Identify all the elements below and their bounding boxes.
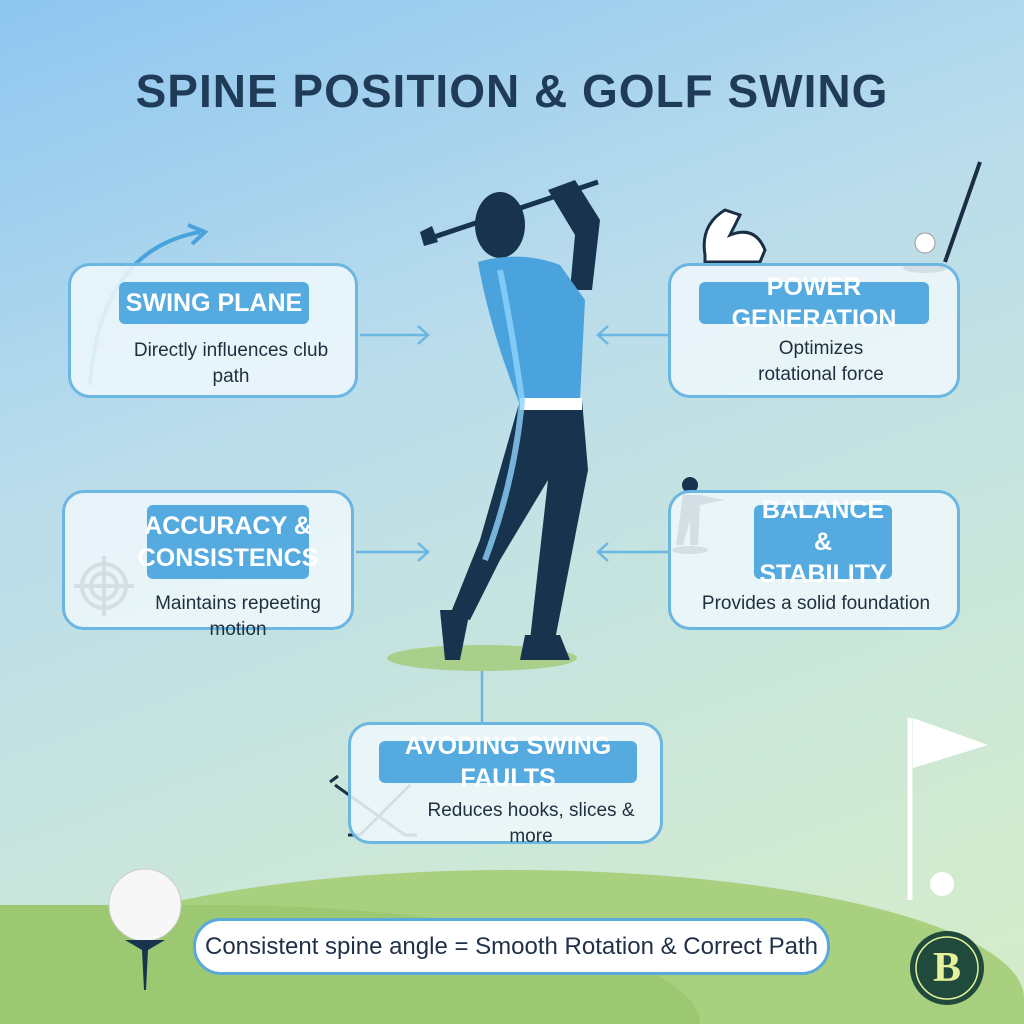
- logo-letter: B: [932, 945, 961, 991]
- flag-icon: [913, 718, 988, 768]
- tee-icon: [125, 940, 165, 990]
- card-swing-plane: SWING PLANE Directly influences club pat…: [68, 263, 358, 398]
- golf-ball-on-tee-icon: [108, 868, 182, 942]
- page-title: SPINE POSITION & GOLF SWING: [135, 65, 889, 117]
- card-desc: Directly influences club path: [133, 340, 329, 387]
- card-avoiding-swing-faults: AVODING SWING FAULTS Reduces hooks, slic…: [348, 722, 663, 847]
- card-desc: Reduces hooks, slices & more: [427, 800, 635, 847]
- card-label: BALANCE & STABILITY: [754, 496, 892, 588]
- card-balance-stability: BALANCE & STABILITY Provides a solid fou…: [668, 490, 960, 630]
- golfer-figure: [420, 179, 600, 660]
- card-label: SWING PLANE: [119, 282, 309, 324]
- card-desc: Optimizes rotational force: [758, 338, 884, 385]
- card-label: POWER GENERATION: [699, 273, 929, 333]
- card-label: ACCURACY & CONSISTENCS: [138, 505, 318, 579]
- logo-badge: [910, 931, 984, 1005]
- card-accuracy-consistency: ACCURACY & CONSISTENCS Maintains repeeti…: [62, 490, 354, 640]
- golf-club-icon: [943, 161, 982, 263]
- card-power-generation: POWER GENERATION Optimizes rotational fo…: [668, 263, 960, 398]
- flexed-arm-icon: [702, 208, 767, 264]
- golf-ball-icon: [930, 872, 954, 896]
- summary-banner: Consistent spine angle = Smooth Rotation…: [193, 918, 830, 975]
- card-label: AVODING SWING FAULTS: [379, 732, 637, 792]
- card-desc: Maintains repeeting motion: [155, 593, 321, 640]
- card-desc: Provides a solid foundation: [701, 593, 931, 614]
- golf-ball-icon: [914, 232, 936, 254]
